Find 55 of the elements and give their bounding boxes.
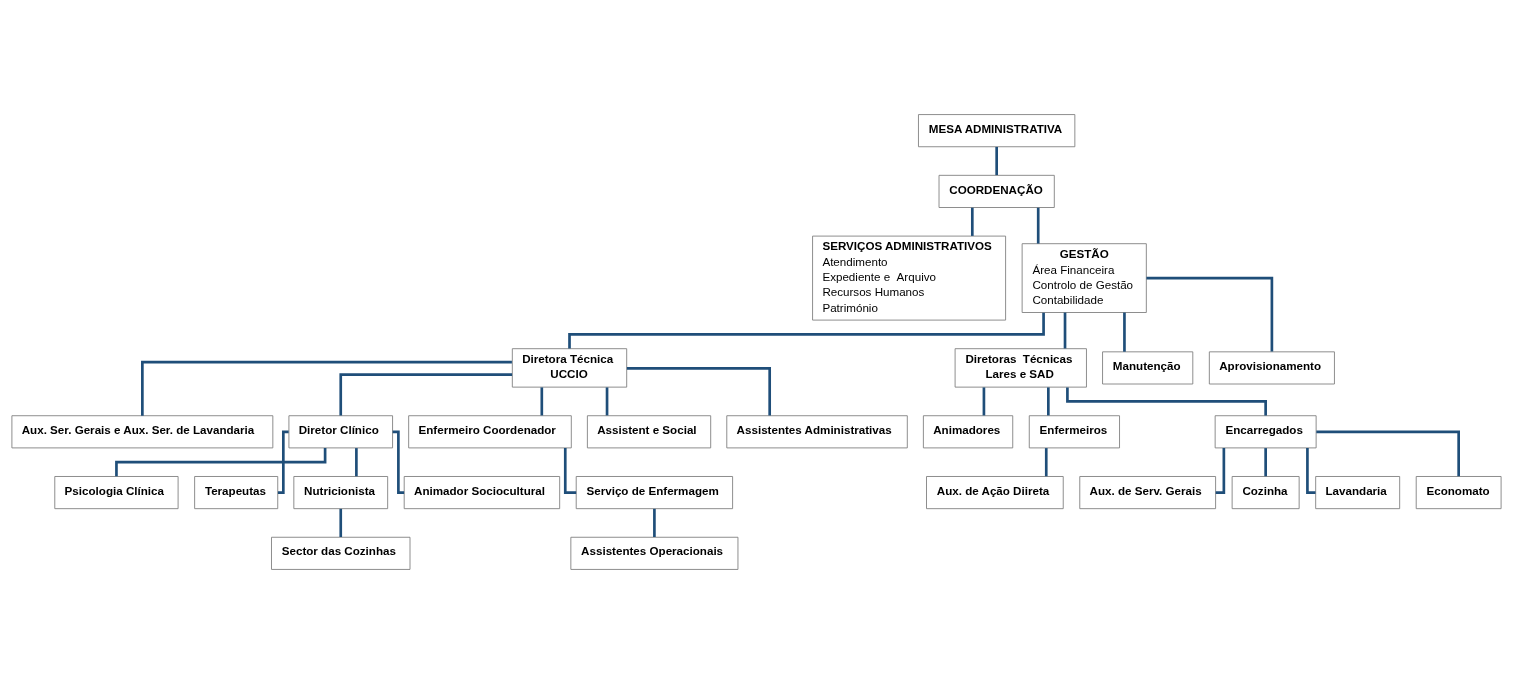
connector <box>995 146 998 176</box>
node-box: Enfermeiros <box>1028 415 1120 449</box>
node-box: Diretor Clínico <box>288 415 393 449</box>
node-box: Aux. Ser. Gerais e Aux. Ser. de Lavandaria <box>11 415 274 449</box>
node-box: Enfermeiro Coordenador <box>408 415 572 449</box>
connector <box>115 448 327 477</box>
connector <box>1066 387 1267 416</box>
node-box: Encarregados <box>1214 415 1317 449</box>
connector <box>1123 312 1126 352</box>
node-box: COORDENAÇÃO <box>938 174 1055 208</box>
node-box: Cozinha <box>1231 476 1300 510</box>
connector <box>563 448 577 494</box>
connector <box>605 387 609 416</box>
connector <box>339 373 513 416</box>
node-box: Aprovisionamento <box>1208 351 1335 385</box>
node-box: Nutricionista <box>293 476 389 510</box>
connector <box>277 430 289 494</box>
connector <box>653 508 656 537</box>
connector <box>970 207 974 236</box>
connector <box>1316 430 1460 477</box>
node-box: SERVIÇOS ADMINISTRATIVOS Atendimento Expediente e Arquivo Recursos Humanos Património <box>812 235 1007 321</box>
connector <box>1215 448 1226 494</box>
node-box: Manutenção <box>1102 351 1194 385</box>
node-box: MESA ADMINISTRATIVA <box>918 114 1076 148</box>
node-box: Diretora Técnica UCCIO <box>511 348 628 388</box>
connector <box>982 387 986 416</box>
connector <box>1146 276 1274 352</box>
node-box: Assistentes Operacionais <box>570 536 739 570</box>
connector <box>626 367 771 416</box>
connector <box>1063 312 1067 349</box>
connector <box>392 430 405 494</box>
node-box: Assistent e Social <box>586 415 712 449</box>
node-box: Terapeutas <box>194 476 279 510</box>
connector <box>141 360 512 416</box>
node-box: Serviço de Enfermagem <box>575 476 734 510</box>
node-box: Aux. de Serv. Gerais <box>1079 476 1217 510</box>
node-box: GESTÃO Área Financeira Controlo de Gestão Contabilidade <box>1021 243 1147 313</box>
connector <box>355 448 358 477</box>
connector <box>540 387 544 416</box>
node-box: Animador Sociocultural <box>403 476 561 510</box>
node-box: Diretoras Técnicas Lares e SAD <box>954 348 1087 388</box>
node-box: Sector das Cozinhas <box>271 536 411 570</box>
connector <box>568 312 1045 349</box>
connector <box>1036 207 1040 244</box>
node-box: Economato <box>1415 476 1502 510</box>
connector <box>1306 448 1316 494</box>
node-box: Lavandaria <box>1315 476 1401 510</box>
node-box: Animadores <box>922 415 1014 449</box>
connector <box>1044 448 1048 477</box>
connector <box>339 508 343 537</box>
node-box: Aux. de Ação Diireta <box>926 476 1064 510</box>
node-box: Assistentes Administrativas <box>726 415 908 449</box>
node-box: Psicologia Clínica <box>54 476 179 510</box>
connector <box>1264 448 1267 477</box>
connector <box>1047 387 1050 416</box>
